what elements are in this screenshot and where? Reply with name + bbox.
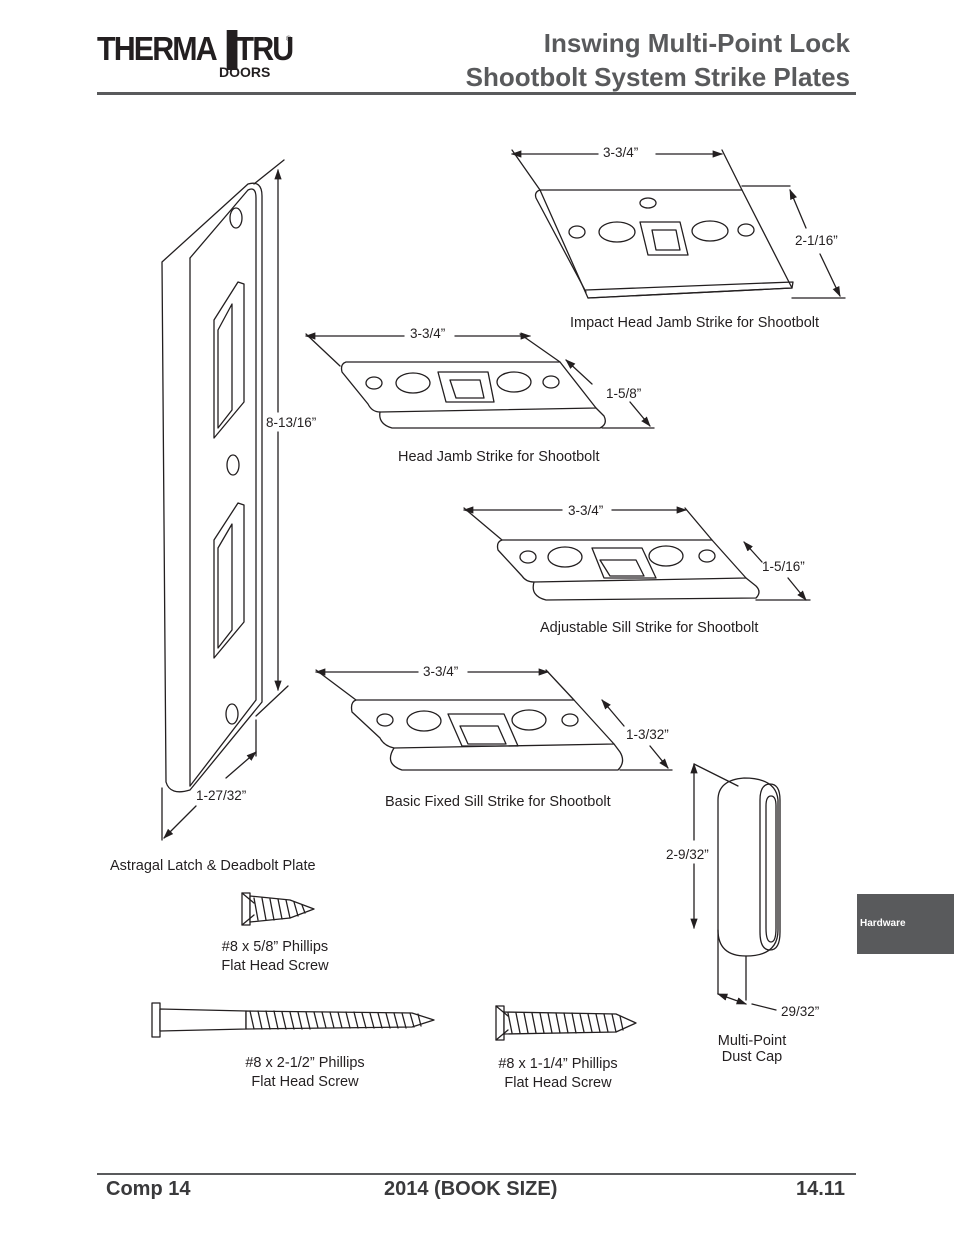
- screw-medium: [495, 1005, 637, 1041]
- adjustable-sill-label: Adjustable Sill Strike for Shootbolt: [540, 620, 759, 636]
- basic-sill-depth: 1-3/32”: [626, 727, 669, 742]
- screw-mid-label: #8 x 1-1/4” Phillips Flat Head Screw: [478, 1055, 638, 1093]
- adjustable-sill-strike: [462, 506, 811, 601]
- dust-cap-height: 2-9/32”: [666, 847, 709, 862]
- footer-edition: 2014 (BOOK SIZE): [384, 1178, 558, 1200]
- screw-long-label-line1: #8 x 2-1/2” Phillips: [245, 1055, 365, 1071]
- head-jamb-width: 3-3/4”: [410, 326, 446, 341]
- screw-short-label-line1: #8 x 5/8” Phillips: [221, 939, 329, 955]
- screw-long-label: #8 x 2-1/2” Phillips Flat Head Screw: [225, 1054, 385, 1092]
- logo-registered: ®: [286, 36, 292, 43]
- basic-fixed-sill-strike: [314, 668, 673, 771]
- footer-rule: [97, 1173, 856, 1175]
- impact-head-jamb-strike: [510, 149, 846, 299]
- basic-sill-label: Basic Fixed Sill Strike for Shootbolt: [385, 794, 611, 810]
- page-title: Inswing Multi-Point Lock Shootbolt Syste…: [466, 26, 850, 94]
- footer-page-number: 14.11: [796, 1178, 845, 1200]
- screw-long: [151, 1002, 435, 1038]
- dust-cap-label: Multi-Point Dust Cap: [706, 1033, 798, 1065]
- astragal-label: Astragal Latch & Deadbolt Plate: [110, 858, 316, 874]
- impact-head-depth: 2-1/16”: [795, 233, 838, 248]
- head-jamb-depth: 1-5/8”: [606, 386, 642, 401]
- astragal-plate: [161, 159, 289, 841]
- screw-long-label-line2: Flat Head Screw: [251, 1074, 359, 1090]
- logo-brand: THERMA▐TRU: [97, 30, 294, 67]
- screw-mid-label-line1: #8 x 1-1/4” Phillips: [498, 1056, 618, 1072]
- section-tab-label: Hardware: [860, 918, 906, 929]
- page-title-line2: Shootbolt System Strike Plates: [465, 62, 850, 92]
- adjustable-sill-depth: 1-5/16”: [762, 559, 805, 574]
- page-title-line1: Inswing Multi-Point Lock: [543, 28, 850, 58]
- basic-sill-width: 3-3/4”: [423, 664, 459, 679]
- screw-short-label: #8 x 5/8” Phillips Flat Head Screw: [200, 938, 350, 976]
- astragal-height: 8-13/16”: [266, 415, 317, 430]
- therma-tru-logo: THERMA▐TRU ® DOORS: [97, 30, 297, 85]
- section-tab-hardware[interactable]: Hardware: [857, 894, 954, 954]
- dust-cap-width: 29/32”: [781, 1004, 820, 1019]
- impact-head-label: Impact Head Jamb Strike for Shootbolt: [570, 315, 820, 331]
- header-rule: [97, 92, 856, 95]
- logo-subtext: DOORS: [219, 64, 271, 80]
- dust-cap-label-line2: Dust Cap: [721, 1049, 783, 1065]
- screw-mid-label-line2: Flat Head Screw: [504, 1075, 612, 1091]
- impact-head-width: 3-3/4”: [603, 145, 639, 160]
- adjustable-sill-width: 3-3/4”: [568, 503, 604, 518]
- head-jamb-strike: [304, 332, 655, 429]
- dust-cap-label-line1: Multi-Point: [717, 1033, 787, 1049]
- footer-section: Comp 14: [106, 1178, 191, 1200]
- dust-cap: [690, 762, 781, 1011]
- screw-short: [241, 892, 315, 926]
- astragal-width: 1-27/32”: [196, 788, 247, 803]
- screw-short-label-line2: Flat Head Screw: [221, 958, 329, 974]
- head-jamb-label: Head Jamb Strike for Shootbolt: [398, 449, 600, 465]
